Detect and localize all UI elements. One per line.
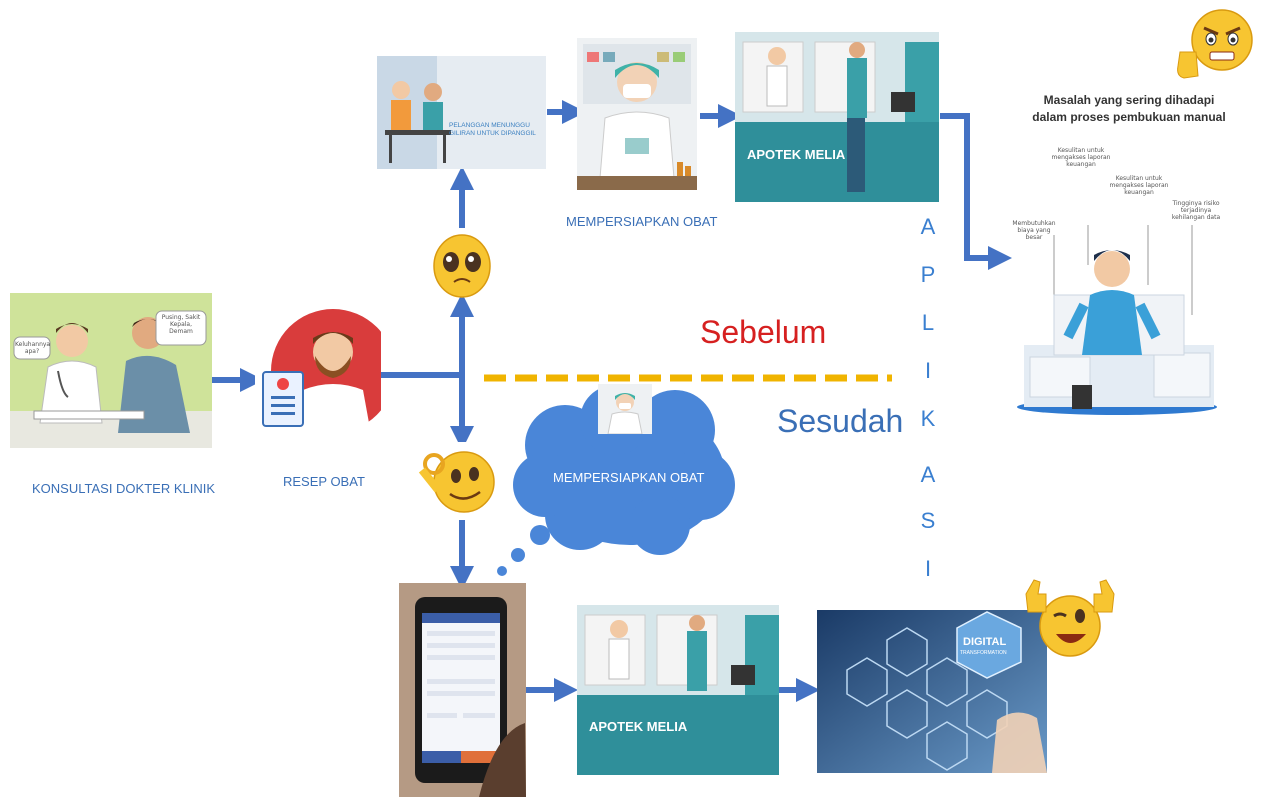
aplikasi-letter: I (924, 556, 932, 581)
thumbs-up-wink-icon (1025, 579, 1115, 657)
infographic-title-line1: Masalah yang sering dihadapi (1043, 93, 1215, 107)
waiting-queue-image: PELANGGAN MENUNGGU GILIRAN UNTUK DIPANGG… (377, 56, 546, 169)
patient-speech-bubble: Pusing, Sakit Kepala, Demam (161, 314, 201, 335)
ok-hand-face-icon (418, 442, 500, 518)
cloud-pharmacist-illustration (598, 384, 652, 434)
konsultasi-label: KONSULTASI DOKTER KLINIK (32, 481, 216, 496)
infographic-note-4: Tingginya risiko terjadinya kehilangan d… (1171, 200, 1221, 221)
apotek-top-sign: APOTEK MELIA (747, 147, 846, 162)
aplikasi-letter: A (920, 462, 936, 487)
waiting-illustration (377, 56, 546, 169)
infographic-title-line2: dalam proses pembukuan manual (1032, 110, 1226, 124)
pharmacy-top-illustration (735, 32, 939, 202)
consultation-image: Keluhannya apa? Pusing, Sakit Kepala, De… (10, 293, 212, 448)
pharmacy-bottom-illustration (577, 605, 779, 775)
cloud-pharmacist-thumbnail (598, 384, 652, 434)
mempersiapkan-obat-cloud-label: MEMPERSIAPKAN OBAT (553, 470, 705, 485)
infographic-note-1: Kesulitan untuk mengakses laporan keuang… (1051, 147, 1111, 168)
mempersiapkan-obat-top-label: MEMPERSIAPKAN OBAT (566, 214, 718, 229)
infographic-note-2: Kesulitan untuk mengakses laporan keuang… (1109, 175, 1169, 196)
aplikasi-letter: P (920, 262, 936, 287)
mobile-app-photo (399, 583, 526, 797)
aplikasi-letter: I (924, 358, 932, 383)
pharmacist-preparing-image (577, 38, 697, 190)
apotek-bottom-sign: APOTEK MELIA (589, 719, 688, 734)
aplikasi-letter: K (920, 406, 936, 431)
digital-subtitle: TRANSFORMATION (960, 650, 1007, 656)
sesudah-label: Sesudah (777, 403, 904, 439)
pharmacy-counter-image-top: APOTEK MELIA (735, 32, 939, 202)
resep-label: RESEP OBAT (283, 474, 365, 489)
sebelum-label: Sebelum (700, 314, 827, 350)
doctor-prescription-illustration (255, 308, 381, 434)
infographic-title: Masalah yang sering dihadapi dalam prose… (1020, 92, 1238, 126)
waiting-caption: PELANGGAN MENUNGGU GILIRAN UNTUK DIPANGG… (449, 122, 536, 137)
stressed-person-illustration (1017, 225, 1217, 415)
angry-thumbs-down-icon (1177, 9, 1253, 79)
aplikasi-letter: L (921, 310, 935, 335)
pharmacy-counter-image-bottom: APOTEK MELIA (577, 605, 779, 775)
aplikasi-letter: S (920, 508, 936, 533)
doctor-speech-bubble: Keluhannya apa? (15, 341, 51, 355)
arrow-apotek-to-infographic (940, 113, 1012, 270)
digital-transformation-image: DIGITAL TRANSFORMATION (817, 610, 1047, 773)
digital-transformation-illustration (817, 610, 1047, 773)
pharmacist-illustration (577, 38, 697, 190)
infographic-note-3: Membutuhkan biaya yang besar (1012, 220, 1056, 241)
prescription-image (255, 308, 381, 434)
aplikasi-letter: A (920, 214, 936, 239)
digital-title: DIGITAL (963, 636, 1007, 648)
consultation-illustration (10, 293, 212, 448)
pleading-face-icon (433, 234, 491, 298)
phone-in-hand-illustration (399, 583, 526, 797)
